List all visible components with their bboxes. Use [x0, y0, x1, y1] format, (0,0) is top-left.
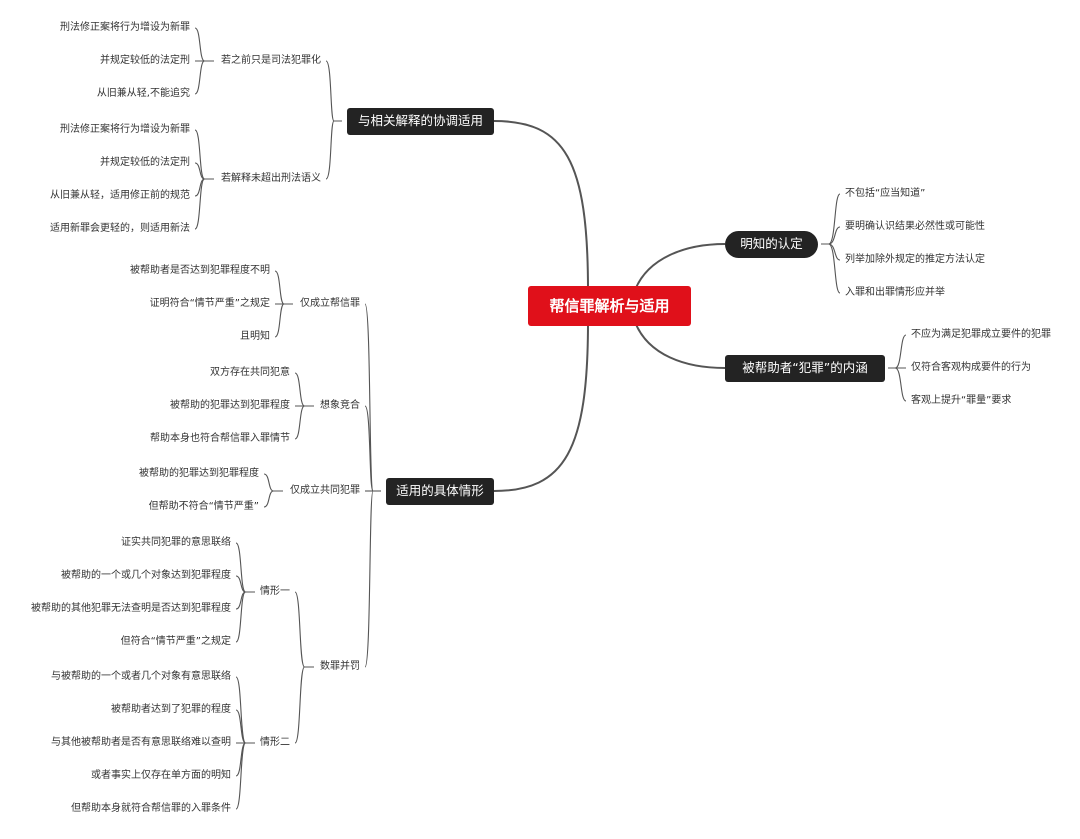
connector-line	[235, 591, 255, 643]
leaf-topic[interactable]: 客观上提升“罪量”要求	[911, 395, 1012, 406]
connector-line	[634, 321, 726, 369]
leaf-topic[interactable]: 双方存在共同犯意	[210, 367, 290, 378]
branch-topic[interactable]: 与相关解释的协调适用	[347, 107, 494, 135]
leaf-topic[interactable]: 不包括“应当知道”	[845, 188, 926, 199]
connector-line	[325, 60, 342, 122]
connector-line	[194, 162, 214, 180]
leaf-topic[interactable]: 从旧兼从轻,不能追究	[96, 88, 190, 99]
connector-line	[888, 367, 907, 402]
leaf-topic[interactable]: 刑法修正案将行为增设为新罪	[60, 124, 190, 135]
leaf-topic[interactable]: 被帮助的犯罪达到犯罪程度	[139, 468, 259, 479]
leaf-topic[interactable]: 从旧兼从轻，适用修正前的规范	[50, 190, 190, 201]
connector-line	[888, 334, 907, 369]
leaf-topic[interactable]: 入罪和出罪情形应并举	[845, 287, 945, 298]
connector-line	[493, 321, 589, 492]
leaf-topic[interactable]: 适用新罪会更轻的，则适用新法	[50, 223, 190, 234]
connector-line	[235, 742, 255, 810]
connector-line	[821, 193, 841, 245]
leaf-topic[interactable]: 证明符合“情节严重”之规定	[149, 298, 270, 309]
connector-line	[274, 303, 293, 338]
leaf-topic[interactable]: 证实共同犯罪的意思联络	[121, 537, 231, 548]
branch-topic[interactable]: 明知的认定	[725, 230, 818, 258]
leaf-topic[interactable]: 且明知	[240, 331, 270, 342]
subtopic[interactable]: 若解释未超出刑法语义	[221, 173, 321, 184]
leaf-topic[interactable]: 并规定较低的法定刑	[100, 55, 190, 66]
connector-line	[364, 405, 381, 492]
connector-line	[294, 591, 314, 668]
subtopic[interactable]: 情形一	[260, 586, 290, 597]
connector-line	[821, 243, 841, 294]
connector-line	[194, 60, 214, 95]
subtopic[interactable]: 仅成立共同犯罪	[290, 485, 360, 496]
connector-line	[235, 709, 255, 744]
connector-line	[263, 490, 283, 508]
connector-line	[294, 372, 314, 407]
subtopic[interactable]: 若之前只是司法犯罪化	[221, 55, 321, 66]
leaf-topic[interactable]: 与被帮助的一个或者几个对象有意思联络	[51, 671, 231, 682]
connector-line	[194, 129, 214, 180]
leaf-topic[interactable]: 不应为满足犯罪成立要件的犯罪	[911, 329, 1051, 340]
leaf-topic[interactable]: 但符合“情节严重”之规定	[120, 636, 231, 647]
connector-line	[294, 666, 314, 744]
root-topic[interactable]: 帮信罪解析与适用	[528, 286, 691, 326]
connector-line	[235, 591, 255, 610]
branch-topic[interactable]: 被帮助者“犯罪”的内涵	[725, 354, 885, 382]
leaf-topic[interactable]: 但帮助不符合“情节严重”	[148, 501, 259, 512]
connector-line	[194, 27, 214, 62]
connector-line	[364, 490, 381, 668]
subtopic[interactable]: 数罪并罚	[320, 661, 360, 672]
leaf-topic[interactable]: 被帮助的其他犯罪无法查明是否达到犯罪程度	[31, 603, 231, 614]
subtopic[interactable]: 情形二	[260, 737, 290, 748]
leaf-topic[interactable]: 被帮助者是否达到犯罪程度不明	[130, 265, 270, 276]
leaf-topic[interactable]: 帮助本身也符合帮信罪入罪情节	[150, 433, 290, 444]
leaf-topic[interactable]: 与其他被帮助者是否有意思联络难以查明	[51, 737, 231, 748]
leaf-topic[interactable]: 列举加除外规定的推定方法认定	[845, 254, 985, 265]
connector-line	[274, 270, 293, 305]
connector-line	[263, 473, 283, 492]
connector-line	[194, 178, 214, 197]
connector-line	[235, 575, 255, 593]
leaf-topic[interactable]: 但帮助本身就符合帮信罪的入罪条件	[71, 803, 231, 814]
connector-line	[294, 405, 314, 440]
leaf-topic[interactable]: 或者事实上仅存在单方面的明知	[91, 770, 231, 781]
branch-topic[interactable]: 适用的具体情形	[386, 477, 494, 505]
connector-line	[364, 303, 381, 492]
connector-line	[194, 178, 214, 230]
connector-line	[493, 120, 589, 291]
leaf-topic[interactable]: 仅符合客观构成要件的行为	[911, 362, 1031, 373]
connector-line	[235, 542, 255, 593]
leaf-topic[interactable]: 被帮助者达到了犯罪的程度	[111, 704, 231, 715]
leaf-topic[interactable]: 要明确认识结果必然性或可能性	[845, 221, 985, 232]
connector-line	[235, 676, 255, 744]
leaf-topic[interactable]: 刑法修正案将行为增设为新罪	[60, 22, 190, 33]
connector-line	[235, 742, 255, 777]
leaf-topic[interactable]: 被帮助的一个或几个对象达到犯罪程度	[61, 570, 231, 581]
leaf-topic[interactable]: 并规定较低的法定刑	[100, 157, 190, 168]
subtopic[interactable]: 仅成立帮信罪	[300, 298, 360, 309]
subtopic[interactable]: 想象竞合	[320, 400, 360, 411]
connector-line	[634, 243, 726, 291]
connector-line	[325, 120, 342, 180]
leaf-topic[interactable]: 被帮助的犯罪达到犯罪程度	[170, 400, 290, 411]
